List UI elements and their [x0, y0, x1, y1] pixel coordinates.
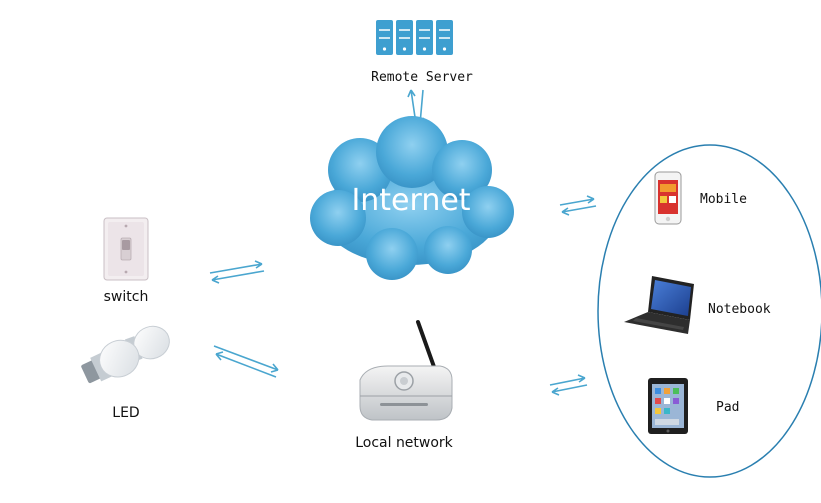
internet-label: Internet — [351, 183, 470, 218]
notebook-label: Notebook — [708, 302, 771, 317]
cloud-icon — [310, 116, 514, 280]
light-switch-icon — [103, 217, 149, 281]
switch-label: switch — [104, 289, 149, 305]
tablet-icon — [648, 378, 688, 434]
server-rack-icon — [376, 20, 453, 55]
local-network-label: Local network — [355, 435, 453, 451]
led-node: LED — [81, 325, 170, 421]
mobile-label: Mobile — [700, 192, 747, 207]
notebook-node: Notebook — [624, 276, 771, 334]
led-label: LED — [112, 405, 139, 421]
switch-internet-arrows — [209, 260, 265, 284]
router-devices-arrows — [549, 374, 588, 396]
internet-devices-arrows — [559, 195, 597, 216]
wifi-router-icon — [359, 320, 453, 421]
led-bulb-icon — [81, 325, 170, 384]
local-network-node: Local network — [355, 320, 454, 451]
pad-label: Pad — [716, 400, 739, 415]
devices-group-boundary — [597, 144, 821, 478]
led-router-arrows — [213, 345, 279, 378]
remote-server-label: Remote Server — [371, 70, 473, 85]
smartphone-icon — [654, 171, 682, 225]
mobile-node: Mobile — [654, 171, 747, 225]
remote-server-node: Remote Server — [371, 20, 473, 85]
pad-node: Pad — [648, 378, 739, 434]
laptop-icon — [624, 276, 694, 334]
switch-node: switch — [103, 217, 149, 305]
internet-node: Internet — [310, 116, 514, 280]
